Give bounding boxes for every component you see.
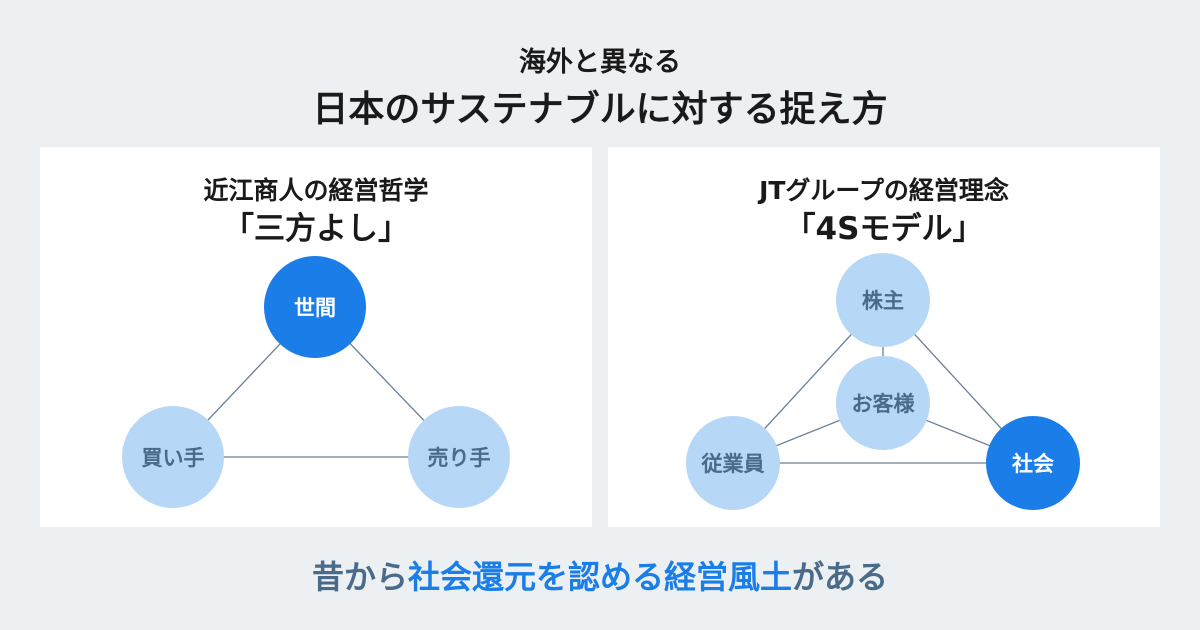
node-employees: 従業員 [686, 416, 780, 510]
node-buyer: 買い手 [122, 406, 224, 508]
sanpo-diagram: 世間 買い手 売り手 [122, 256, 510, 508]
svg-text:お客様: お客様 [852, 392, 916, 416]
node-customers: お客様 [836, 356, 930, 450]
4s-diagram: 株主 お客様 従業員 社会 [686, 253, 1080, 510]
svg-text:株主: 株主 [862, 289, 904, 313]
svg-text:社会: 社会 [1011, 452, 1054, 476]
footer-message: 昔から社会還元を認める経営風土がある [0, 552, 1200, 598]
panel-sanpo-yoshi: 近江商人の経営哲学 「三方よし」 世間 買い手 売り手 [40, 147, 592, 527]
svg-text:売り手: 売り手 [428, 446, 491, 470]
svg-text:世間: 世間 [294, 296, 336, 320]
node-shareholders: 株主 [836, 253, 930, 347]
node-society: 社会 [986, 416, 1080, 510]
panel-title: JTグループの経営理念 [759, 176, 1009, 205]
panel-4s-model: JTグループの経営理念 「4Sモデル」 株主 お客様 従業員 社会 [608, 147, 1160, 527]
panel-title: 近江商人の経営哲学 [203, 176, 429, 205]
panel-subtitle: 「三方よし」 [223, 211, 409, 247]
panel-subtitle: 「4Sモデル」 [784, 211, 984, 247]
node-seken: 世間 [264, 256, 366, 358]
footer-highlight: 社会還元を認める経営風土 [407, 558, 792, 596]
title-line1: 海外と異なる [519, 47, 681, 78]
page-title: 日本のサステナブルに対する捉え方 [312, 89, 888, 130]
svg-text:買い手: 買い手 [142, 446, 205, 470]
footer-post: がある [792, 558, 889, 596]
footer-pre: 昔から [311, 558, 408, 596]
svg-text:従業員: 従業員 [701, 452, 765, 476]
node-seller: 売り手 [408, 406, 510, 508]
